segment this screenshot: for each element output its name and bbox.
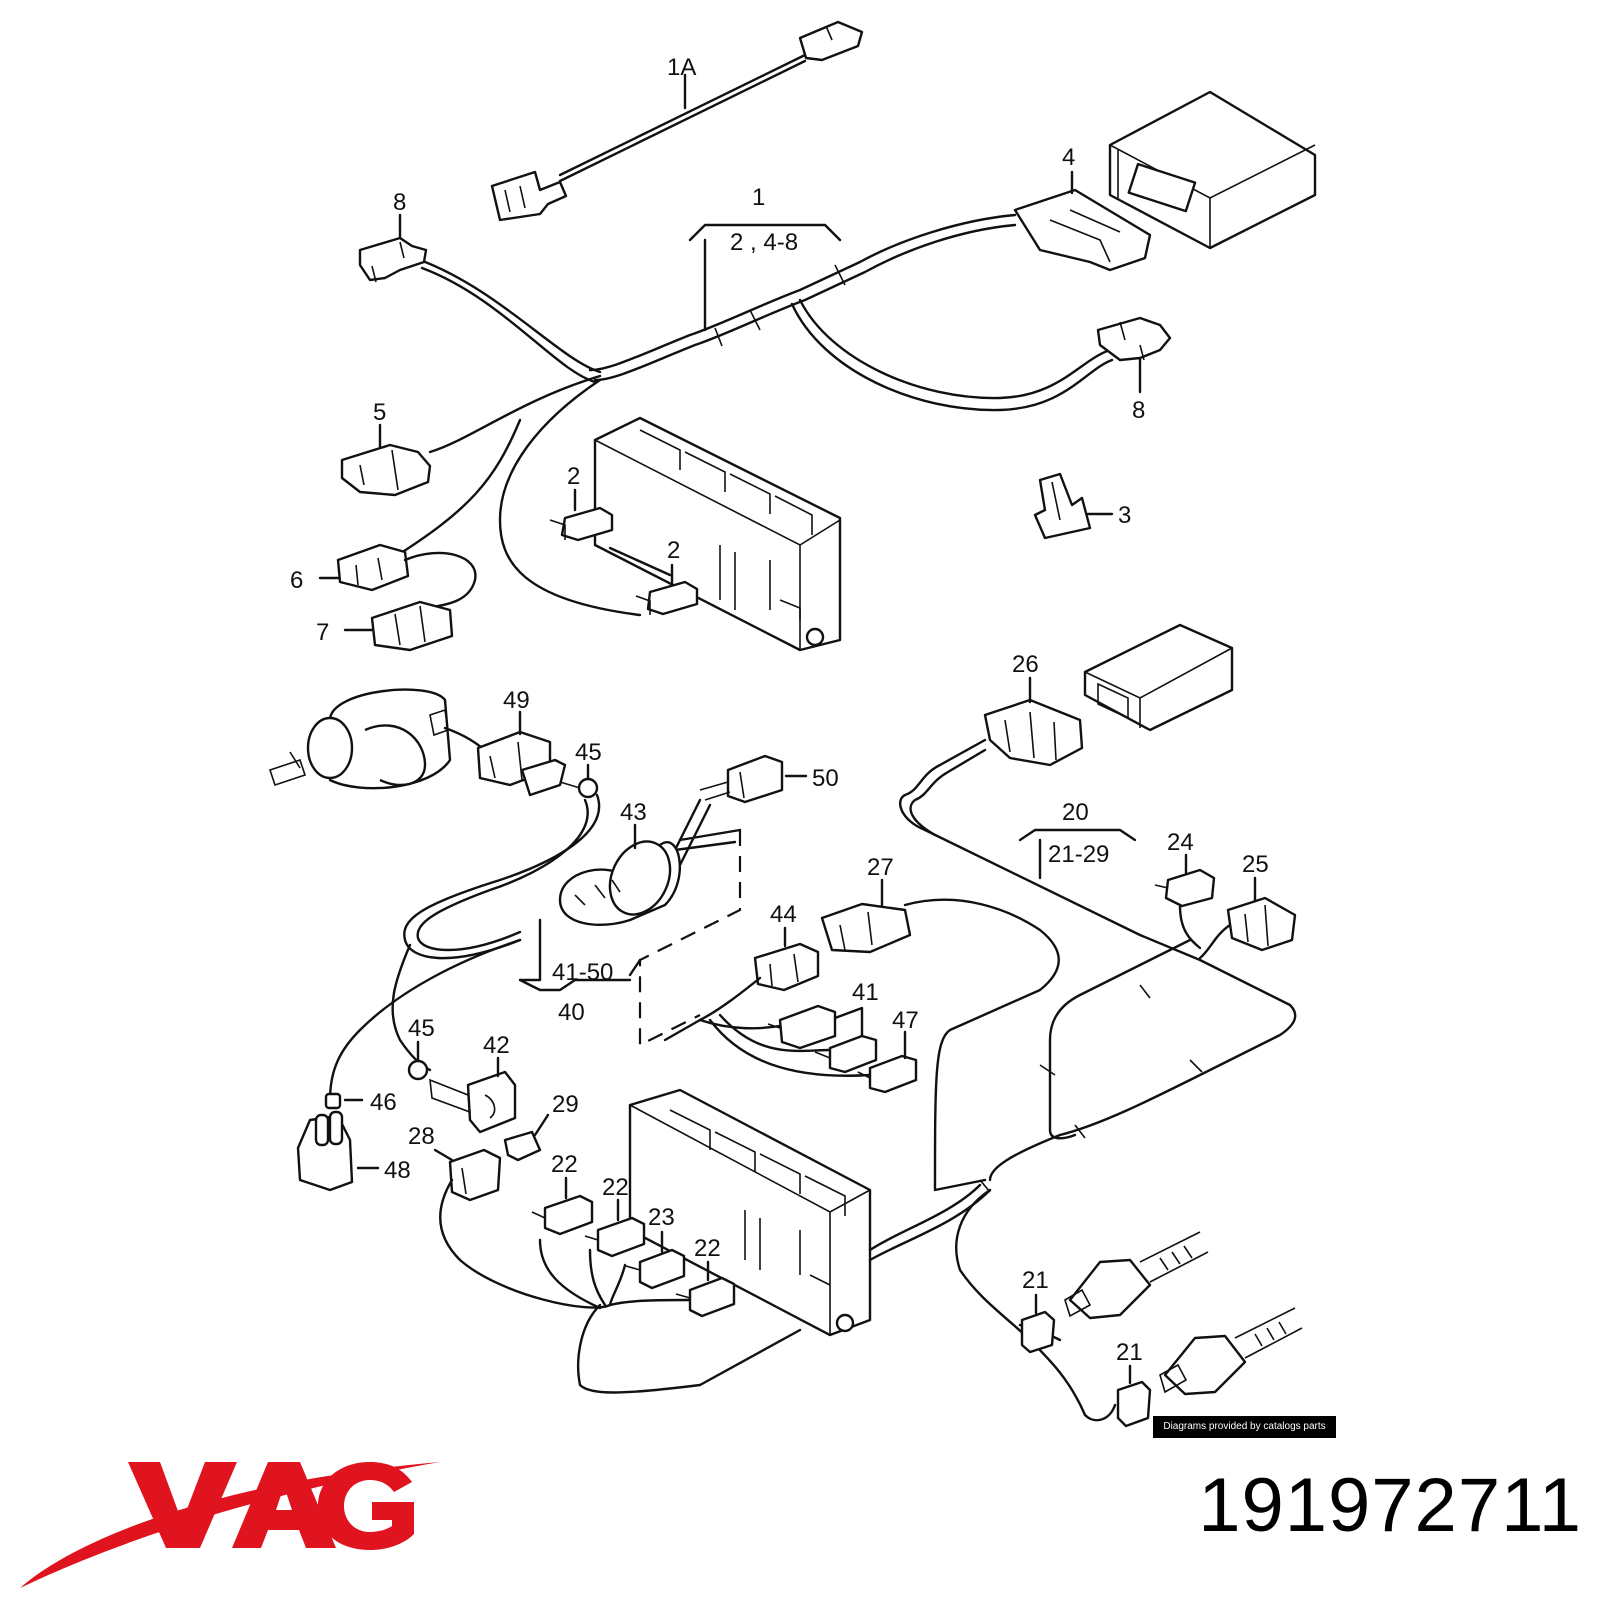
brake-switch-upper [1064, 1231, 1209, 1320]
connector-1a-upper [798, 20, 864, 62]
connector-49 [476, 730, 567, 797]
brake-switch-lower [1159, 1307, 1303, 1396]
connector-47 [857, 1054, 918, 1094]
callout-24: 24 [1167, 829, 1194, 856]
callout-1-sub: 2 , 4-8 [730, 229, 798, 256]
callout-23: 23 [648, 1204, 675, 1231]
connector-2-b [635, 580, 699, 616]
callout-5: 5 [373, 399, 386, 426]
callout-3: 3 [1118, 502, 1131, 529]
callout-4: 4 [1062, 144, 1075, 171]
callout-20-sub: 21-29 [1048, 841, 1109, 868]
callout-8-bottom: 8 [1132, 397, 1145, 424]
callout-25: 25 [1242, 851, 1269, 878]
sensor-46 [324, 1092, 342, 1110]
callout-6: 6 [290, 567, 303, 594]
callout-47: 47 [892, 1007, 919, 1034]
callout-29: 29 [552, 1091, 579, 1118]
callout-41-50: 41-50 [552, 959, 613, 986]
callout-44: 44 [770, 901, 797, 928]
callout-40: 40 [558, 999, 585, 1026]
callout-20: 20 [1062, 799, 1089, 826]
connector-7 [370, 600, 454, 652]
connector-25 [1198, 896, 1297, 960]
part-number: 191972711 [1198, 1463, 1582, 1548]
connector-21-a [1020, 1310, 1056, 1354]
callout-41: 41 [852, 979, 879, 1006]
callout-2-b: 2 [667, 537, 680, 564]
control-unit-box [1108, 90, 1317, 250]
grommet-45-lower [407, 1059, 429, 1081]
switch-42 [429, 1070, 517, 1134]
callout-2-a: 2 [567, 463, 580, 490]
callout-43: 43 [620, 799, 647, 826]
harness-40-group: 49 45 50 43 4 [268, 623, 1303, 1428]
wiring-harness-diagram: 1A 4 8 [268, 20, 1317, 1428]
harness-1-group: 1A 4 8 [290, 20, 1317, 652]
connector-8-right [1096, 316, 1172, 362]
connector-2-a [549, 506, 614, 542]
vag-logo [20, 1462, 440, 1588]
connector-41-b [814, 1034, 878, 1074]
connector-23 [625, 1248, 686, 1290]
connector-41 [767, 1004, 837, 1050]
connector-6 [336, 543, 410, 592]
connector-24 [1154, 868, 1216, 950]
callout-1: 1 [752, 184, 765, 211]
connector-26 [983, 698, 1084, 767]
switch-48 [296, 1110, 354, 1192]
clip-3 [1033, 472, 1092, 540]
clip-29 [503, 1130, 542, 1162]
grommet-43 [558, 840, 681, 927]
connector-4 [1013, 188, 1152, 272]
connector-21-b [1116, 1380, 1152, 1428]
connector-50 [699, 754, 784, 804]
callout-22-c: 22 [694, 1235, 721, 1262]
connector-22-b [584, 1216, 646, 1258]
callout-22-b: 22 [602, 1174, 629, 1201]
relay-plate-lower [628, 1088, 872, 1337]
connector-22-a [531, 1194, 594, 1236]
diagram-credit: Diagrams provided by catalogs parts [1153, 1416, 1336, 1438]
callout-46: 46 [370, 1089, 397, 1116]
callout-21-a: 21 [1022, 1267, 1049, 1294]
callout-45-top: 45 [575, 739, 602, 766]
callout-45-lower: 45 [408, 1015, 435, 1042]
connector-27 [820, 902, 912, 954]
control-module-box [1083, 623, 1234, 732]
relay-plate-upper [593, 416, 842, 652]
connector-44 [753, 942, 820, 992]
callout-8-top: 8 [393, 189, 406, 216]
callout-50: 50 [812, 765, 839, 792]
callout-42: 42 [483, 1032, 510, 1059]
callout-28: 28 [408, 1123, 435, 1150]
connector-8-left [358, 236, 428, 283]
connector-5 [340, 443, 432, 497]
callout-7: 7 [316, 619, 329, 646]
callout-1a: 1A [667, 54, 696, 81]
callout-21-b: 21 [1116, 1339, 1143, 1366]
grommet-45-top [559, 777, 599, 799]
actuator-motor [268, 688, 452, 790]
connector-28 [448, 1148, 502, 1202]
callout-27: 27 [867, 854, 894, 881]
callout-26: 26 [1012, 651, 1039, 678]
connector-1a-lower [490, 170, 568, 222]
callout-22-a: 22 [551, 1151, 578, 1178]
callout-48: 48 [384, 1157, 411, 1184]
callout-49: 49 [503, 687, 530, 714]
connector-22-c [675, 1276, 736, 1318]
